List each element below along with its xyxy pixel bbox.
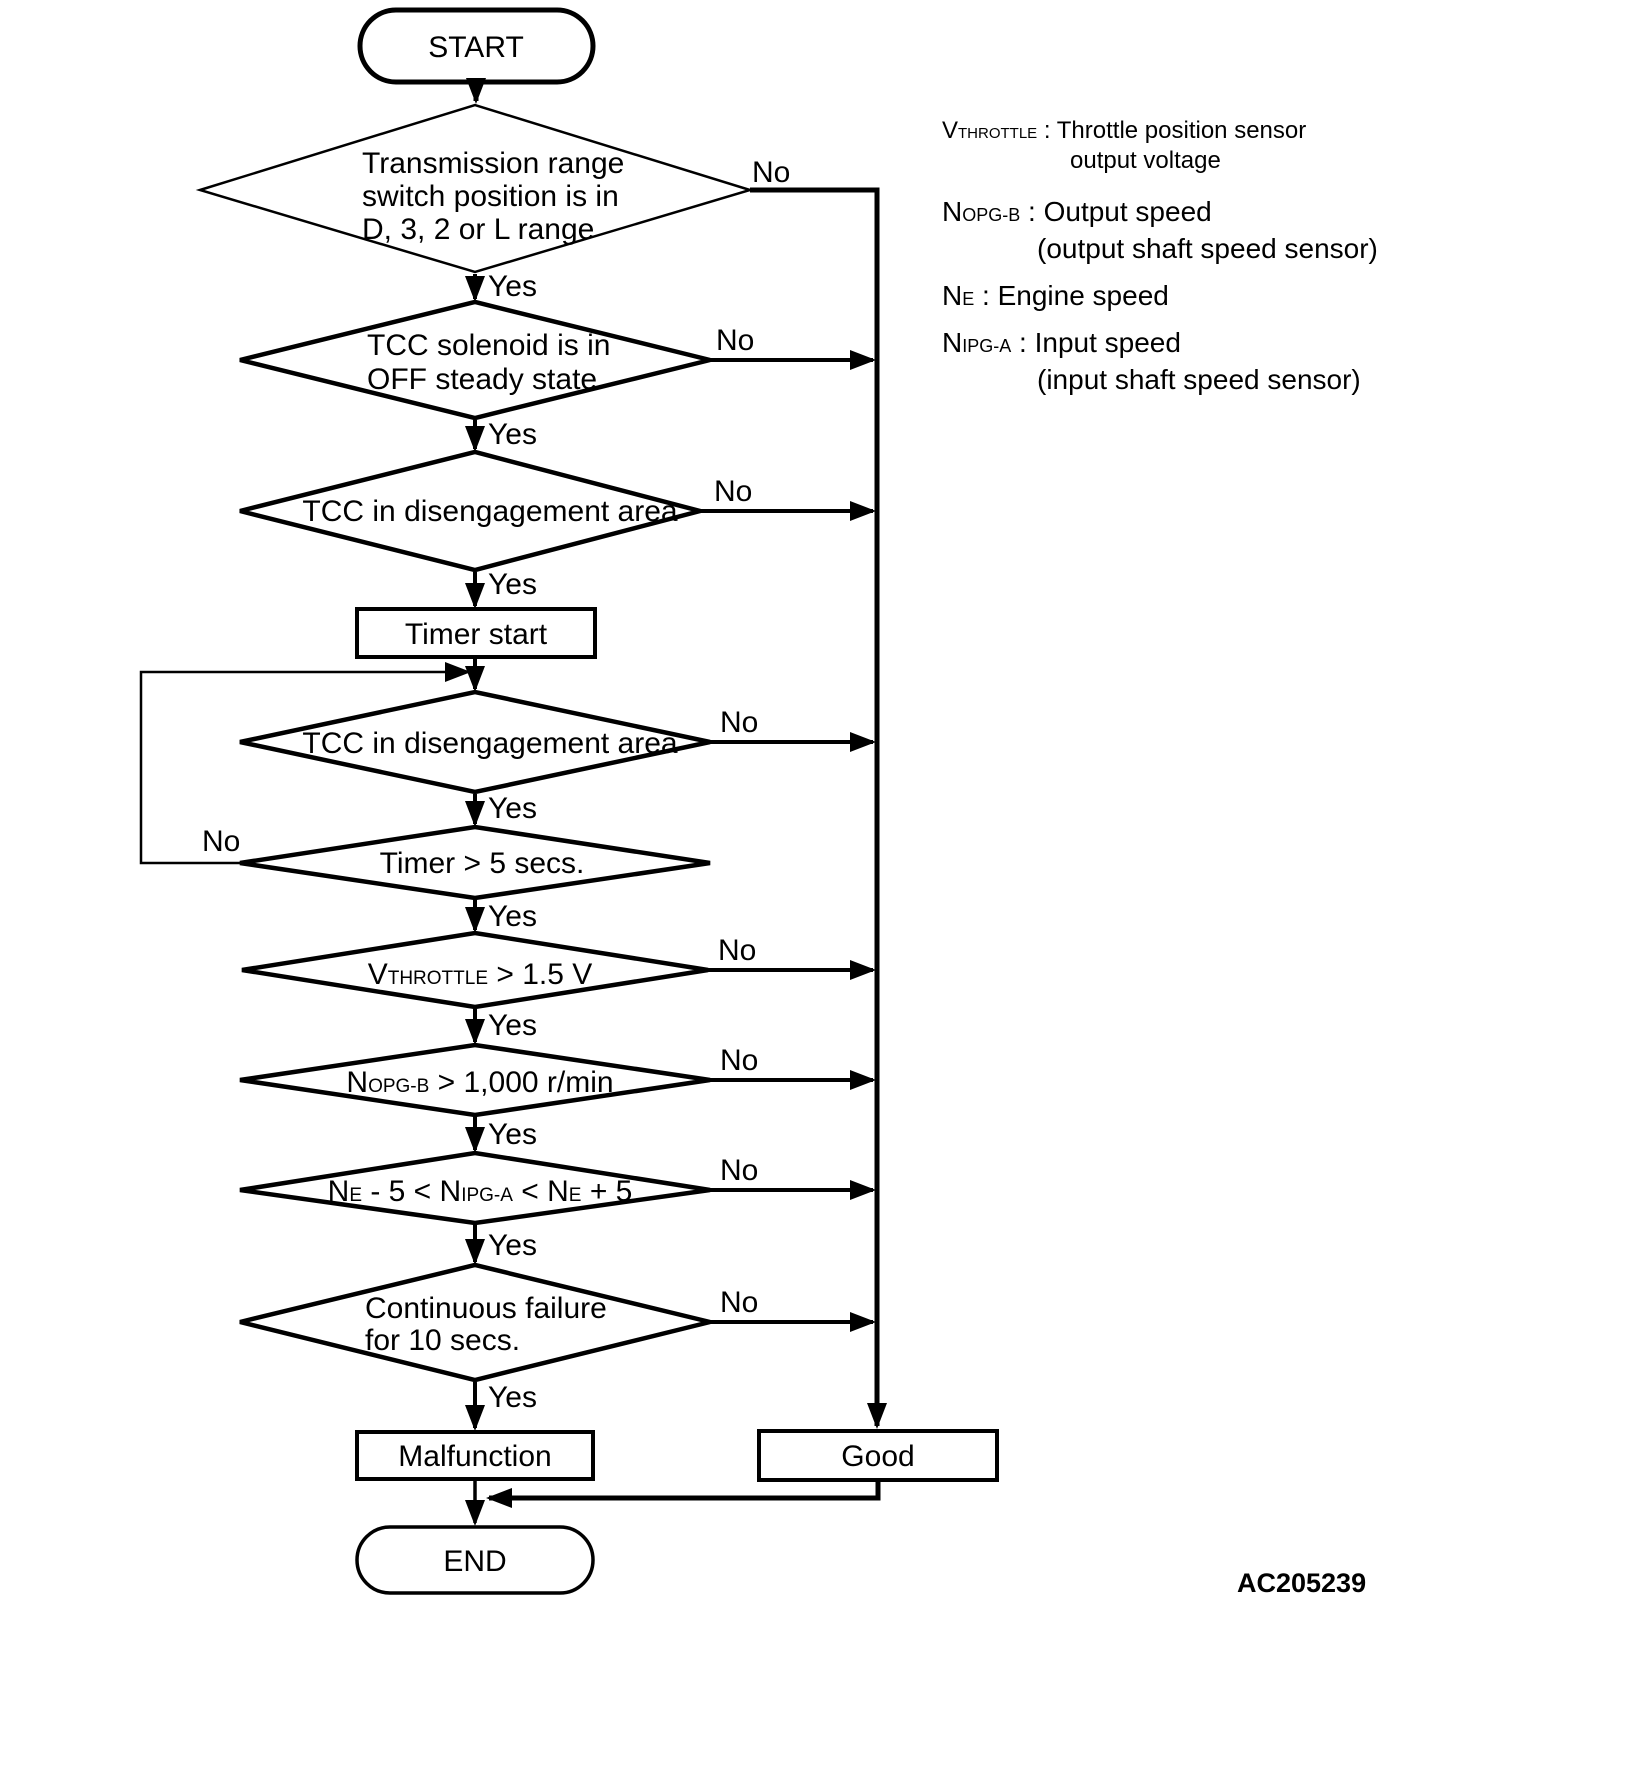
edge-label-no-8: No — [720, 1154, 758, 1187]
end-label: END — [443, 1545, 506, 1578]
good-node: Good — [757, 1429, 999, 1482]
malfunction-node: Malfunction — [355, 1430, 595, 1481]
malfunction-label: Malfunction — [398, 1440, 551, 1473]
edge-label-yes-7: Yes — [488, 1118, 537, 1151]
decision-vthrottle-label: VTHROTTLE > 1.5 V — [368, 958, 593, 991]
edge-label-yes-9: Yes — [488, 1381, 537, 1414]
decision-vthrottle: VTHROTTLE > 1.5 V — [241, 930, 709, 1010]
decision-timer-5s-diamond — [239, 824, 711, 901]
legend-item-nipga: NIPG-A : Input speed — [942, 327, 1181, 358]
decision-nopgb-label: NOPG-B > 1,000 r/min — [346, 1066, 613, 1099]
edge-label-no-6: No — [718, 934, 756, 967]
edge-label-no-3: No — [714, 475, 752, 508]
edge-label-no-5: No — [202, 825, 240, 858]
legend-item-vthrottle-line2: output voltage — [1070, 147, 1221, 174]
legend-item-nipga-line2: (input shaft speed sensor) — [1037, 364, 1361, 395]
edge-label-yes-1: Yes — [488, 270, 537, 303]
decision-range-switch-line1: Transmission range — [362, 147, 624, 180]
edge-label-no-7: No — [720, 1044, 758, 1077]
decision-tcc-area-1-line1: TCC in disengagement area — [302, 495, 678, 528]
decision-timer-5s: Timer > 5 secs. — [239, 824, 711, 901]
timer-start-node: Timer start — [355, 607, 597, 659]
end-terminator — [355, 1525, 595, 1595]
decision-ne-nipga: NE - 5 < NIPG-A < NE + 5 — [239, 1150, 711, 1226]
start-node: START — [357, 7, 596, 85]
decision-range-switch-line3: D, 3, 2 or L range — [362, 213, 594, 246]
decision-range-switch-line2: switch position is in — [362, 180, 619, 213]
edge-label-no-1: No — [752, 156, 790, 189]
good-label: Good — [841, 1440, 914, 1473]
edge-label-yes-6: Yes — [488, 1009, 537, 1042]
decision-nopgb: NOPG-B > 1,000 r/min — [239, 1042, 711, 1118]
edge-label-yes-3: Yes — [488, 568, 537, 601]
decision-timer-5s-line1: Timer > 5 secs. — [380, 847, 585, 880]
legend-item-nopgb-line2: (output shaft speed sensor) — [1037, 233, 1378, 264]
edge-no-trunk-to-good — [750, 187, 887, 1429]
edge-label-no-2: No — [716, 324, 754, 357]
start-label: START — [428, 31, 524, 64]
decision-tcc-area-1: TCC in disengagement area — [239, 449, 709, 573]
decision-tcc-solenoid-line2: OFF steady state — [367, 363, 597, 396]
good-box — [757, 1429, 999, 1482]
edge-label-yes-5: Yes — [488, 900, 537, 933]
decision-tcc-solenoid: TCC solenoid is in OFF steady state — [239, 299, 711, 421]
edge-label-yes-2: Yes — [488, 418, 537, 451]
decision-continuous-failure: Continuous failure for 10 secs. — [239, 1262, 711, 1383]
legend-item-nopgb: NOPG-B : Output speed — [942, 196, 1212, 227]
decision-continuous-failure-line1: Continuous failure — [365, 1292, 607, 1325]
figure-code: AC205239 — [1237, 1568, 1366, 1598]
legend-item-vthrottle: VTHROTTLE : Throttle position sensor — [942, 117, 1306, 144]
decision-tcc-area-2-line1: TCC in disengagement area — [302, 727, 678, 760]
legend-item-ne: NE : Engine speed — [942, 280, 1169, 311]
edge-label-no-9: No — [720, 1286, 758, 1319]
end-node: END — [355, 1525, 595, 1595]
decision-range-switch: Transmission range switch position is in… — [195, 103, 755, 274]
decision-ne-nipga-label: NE - 5 < NIPG-A < NE + 5 — [328, 1175, 633, 1208]
malfunction-box — [355, 1430, 595, 1481]
legend: VTHROTTLE : Throttle position sensor out… — [942, 117, 1378, 395]
decision-tcc-area-2: TCC in disengagement area — [239, 689, 711, 795]
edge-label-no-4: No — [720, 706, 758, 739]
edge-loop-no-timer — [139, 662, 471, 865]
timer-start-label: Timer start — [405, 618, 548, 651]
decision-continuous-failure-line2: for 10 secs. — [365, 1324, 520, 1357]
edge-label-yes-8: Yes — [488, 1229, 537, 1262]
decision-tcc-solenoid-line1: TCC solenoid is in — [367, 329, 610, 362]
edge-label-yes-4: Yes — [488, 792, 537, 825]
timer-start-box — [355, 607, 597, 659]
edge-good-merge — [486, 1482, 881, 1508]
